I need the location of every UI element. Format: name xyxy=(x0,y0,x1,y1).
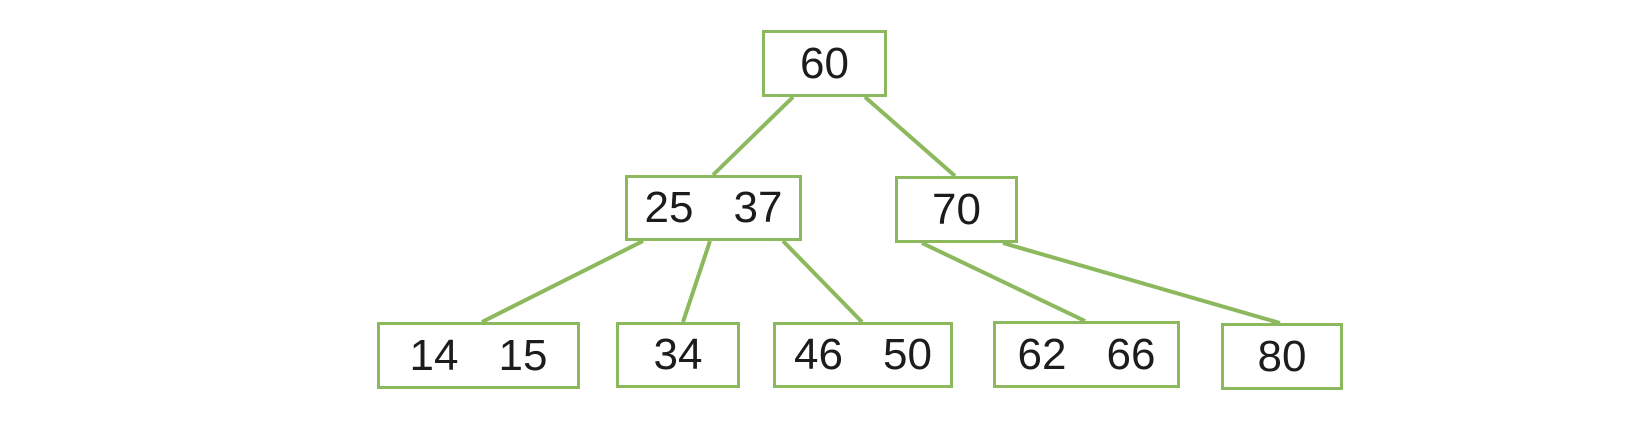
tree-edge xyxy=(681,240,712,323)
node-14-15: 14 15 xyxy=(377,322,580,389)
node-80: 80 xyxy=(1221,323,1343,390)
tree-edge xyxy=(921,241,1086,323)
tree-edge xyxy=(863,95,957,178)
node-34: 34 xyxy=(616,322,740,388)
node-key: 34 xyxy=(653,330,703,379)
node-25-37: 25 37 xyxy=(625,175,802,241)
node-key: 62 xyxy=(1017,329,1067,379)
node-key: 66 xyxy=(1106,329,1156,379)
node-60: 60 xyxy=(762,30,887,97)
node-key: 25 xyxy=(644,183,694,232)
node-key: 15 xyxy=(498,330,548,380)
tree-edge xyxy=(1002,241,1281,325)
tree-edge xyxy=(711,95,795,177)
node-key: 80 xyxy=(1257,331,1307,381)
node-46-50: 46 50 xyxy=(773,322,953,388)
tree-edge xyxy=(481,239,644,324)
node-key: 50 xyxy=(883,330,932,379)
node-key: 70 xyxy=(932,184,981,234)
tree-edge xyxy=(781,239,864,324)
node-key: 46 xyxy=(794,330,843,379)
node-key: 60 xyxy=(800,38,849,88)
node-key: 14 xyxy=(409,330,459,380)
node-key: 37 xyxy=(733,183,783,232)
node-62-66: 62 66 xyxy=(993,321,1180,388)
node-70: 70 xyxy=(895,176,1018,243)
